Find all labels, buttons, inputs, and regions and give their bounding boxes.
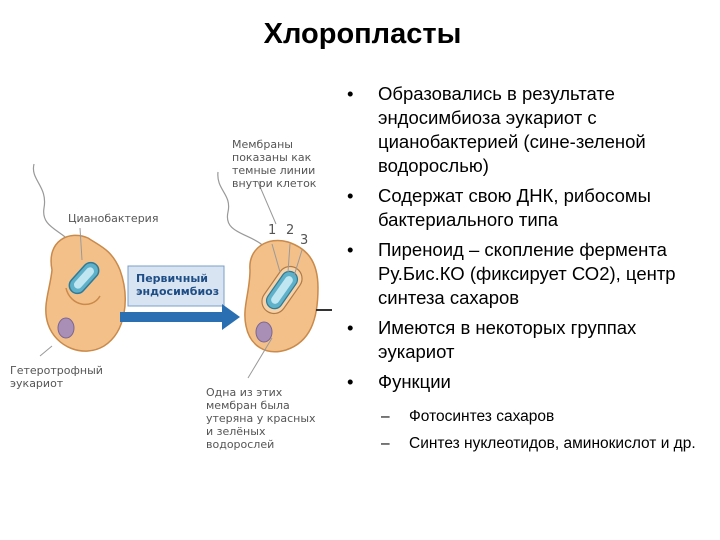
sub-bullet-dash: – [381, 435, 390, 452]
bullet-text: Содержат свою ДНК, рибосомы бактериально… [378, 185, 651, 230]
bullet-item: • Содержат свою ДНК, рибосомы бактериальн… [341, 184, 713, 232]
heterotroph-cell [45, 234, 126, 352]
pointer-membranes [257, 181, 277, 225]
pointer-heterotroph [39, 345, 53, 357]
membrane-pointer-2 [287, 243, 291, 273]
label-membranes-line: показаны как [232, 151, 312, 164]
bullet-item: • Образовались в результате эндосимбиоза … [341, 82, 713, 178]
bullet-dot: • [347, 371, 354, 392]
sub-bullet-item: – Фотосинтез сахаров [341, 406, 713, 427]
label-membranes-line: Мембраны [232, 138, 293, 151]
arrow-icon [120, 304, 240, 330]
sub-bullet-text: Синтез нуклеотидов, аминокислот и др. [409, 435, 696, 452]
chloroplast [261, 265, 303, 315]
label-primary-line: эндосимбиоз [136, 285, 220, 298]
label-lost-line: утеряна у красных [206, 412, 316, 425]
bullet-item: • Функции [341, 370, 713, 394]
membrane-number-3: 3 [300, 233, 309, 248]
pointer-lost-membrane [247, 337, 273, 379]
bullet-text: Образовались в результате эндосимбиоза э… [378, 83, 646, 176]
bullet-dot: • [347, 317, 354, 338]
bullet-dot: • [347, 83, 354, 104]
bullet-dot: • [347, 239, 354, 260]
membrane-pointer-1 [271, 243, 281, 273]
pointer-cyano [79, 227, 83, 261]
sub-bullet-item: – Синтез нуклеотидов, аминокислот и др. [341, 433, 713, 454]
invagination [65, 287, 101, 306]
arrow-label-box [127, 265, 225, 307]
membrane-pointer-3 [293, 249, 303, 277]
label-membranes-line: темные линии [232, 164, 316, 177]
sub-bullet-dash: – [381, 408, 390, 425]
label-membranes: Мембраны показаны как темные линии внутр… [232, 138, 316, 190]
membrane-number-2: 2 [286, 223, 295, 238]
membrane-number-1: 1 [268, 223, 277, 238]
label-membranes-line: внутри клеток [232, 177, 317, 190]
label-lost-line: мембран была [206, 399, 290, 412]
bullet-item: • Пиреноид – скопление фермента Ру.Бис.КО… [341, 238, 713, 310]
bullet-dot: • [347, 185, 354, 206]
bullet-list: • Образовались в результате эндосимбиоза … [341, 82, 713, 460]
endosymbiosis-figure: Мембраны показаны как темные линии внутр… [0, 120, 340, 470]
bullet-item: • Имеются в некоторых группах эукариот [341, 316, 713, 364]
endosymbiosis-diagram [32, 163, 332, 379]
flagellum-right [217, 171, 271, 257]
sub-bullet-text: Фотосинтез сахаров [409, 408, 555, 425]
label-heterotroph-line: Гетеротрофный [10, 364, 103, 377]
label-lost-membrane: Одна из этих мембран была утеряна у крас… [206, 386, 316, 451]
nucleus-left [57, 317, 75, 339]
bullet-text: Имеются в некоторых группах эукариот [378, 317, 637, 362]
label-lost-line: и зелёных [206, 425, 266, 438]
nucleus-right [255, 321, 273, 343]
cyanobacterium [68, 261, 100, 295]
bullet-text: Пиреноид – скопление фермента Ру.Бис.КО … [378, 239, 676, 308]
label-heterotroph: Гетеротрофный эукариот [10, 364, 103, 390]
bullet-text: Функции [378, 371, 451, 392]
sub-bullet-list: – Фотосинтез сахаров – Синтез нуклеотидов,… [341, 406, 713, 454]
label-primary-line: Первичный [136, 272, 209, 285]
label-lost-line: Одна из этих [206, 386, 283, 399]
label-primary-endosymbiosis: Первичный эндосимбиоз [136, 272, 219, 298]
label-cyanobacterium: Цианобактерия [68, 212, 159, 225]
label-heterotroph-line: эукариот [10, 377, 64, 390]
label-lost-line: водорослей [206, 438, 275, 451]
slide-title: Хлоропласты [263, 18, 462, 50]
